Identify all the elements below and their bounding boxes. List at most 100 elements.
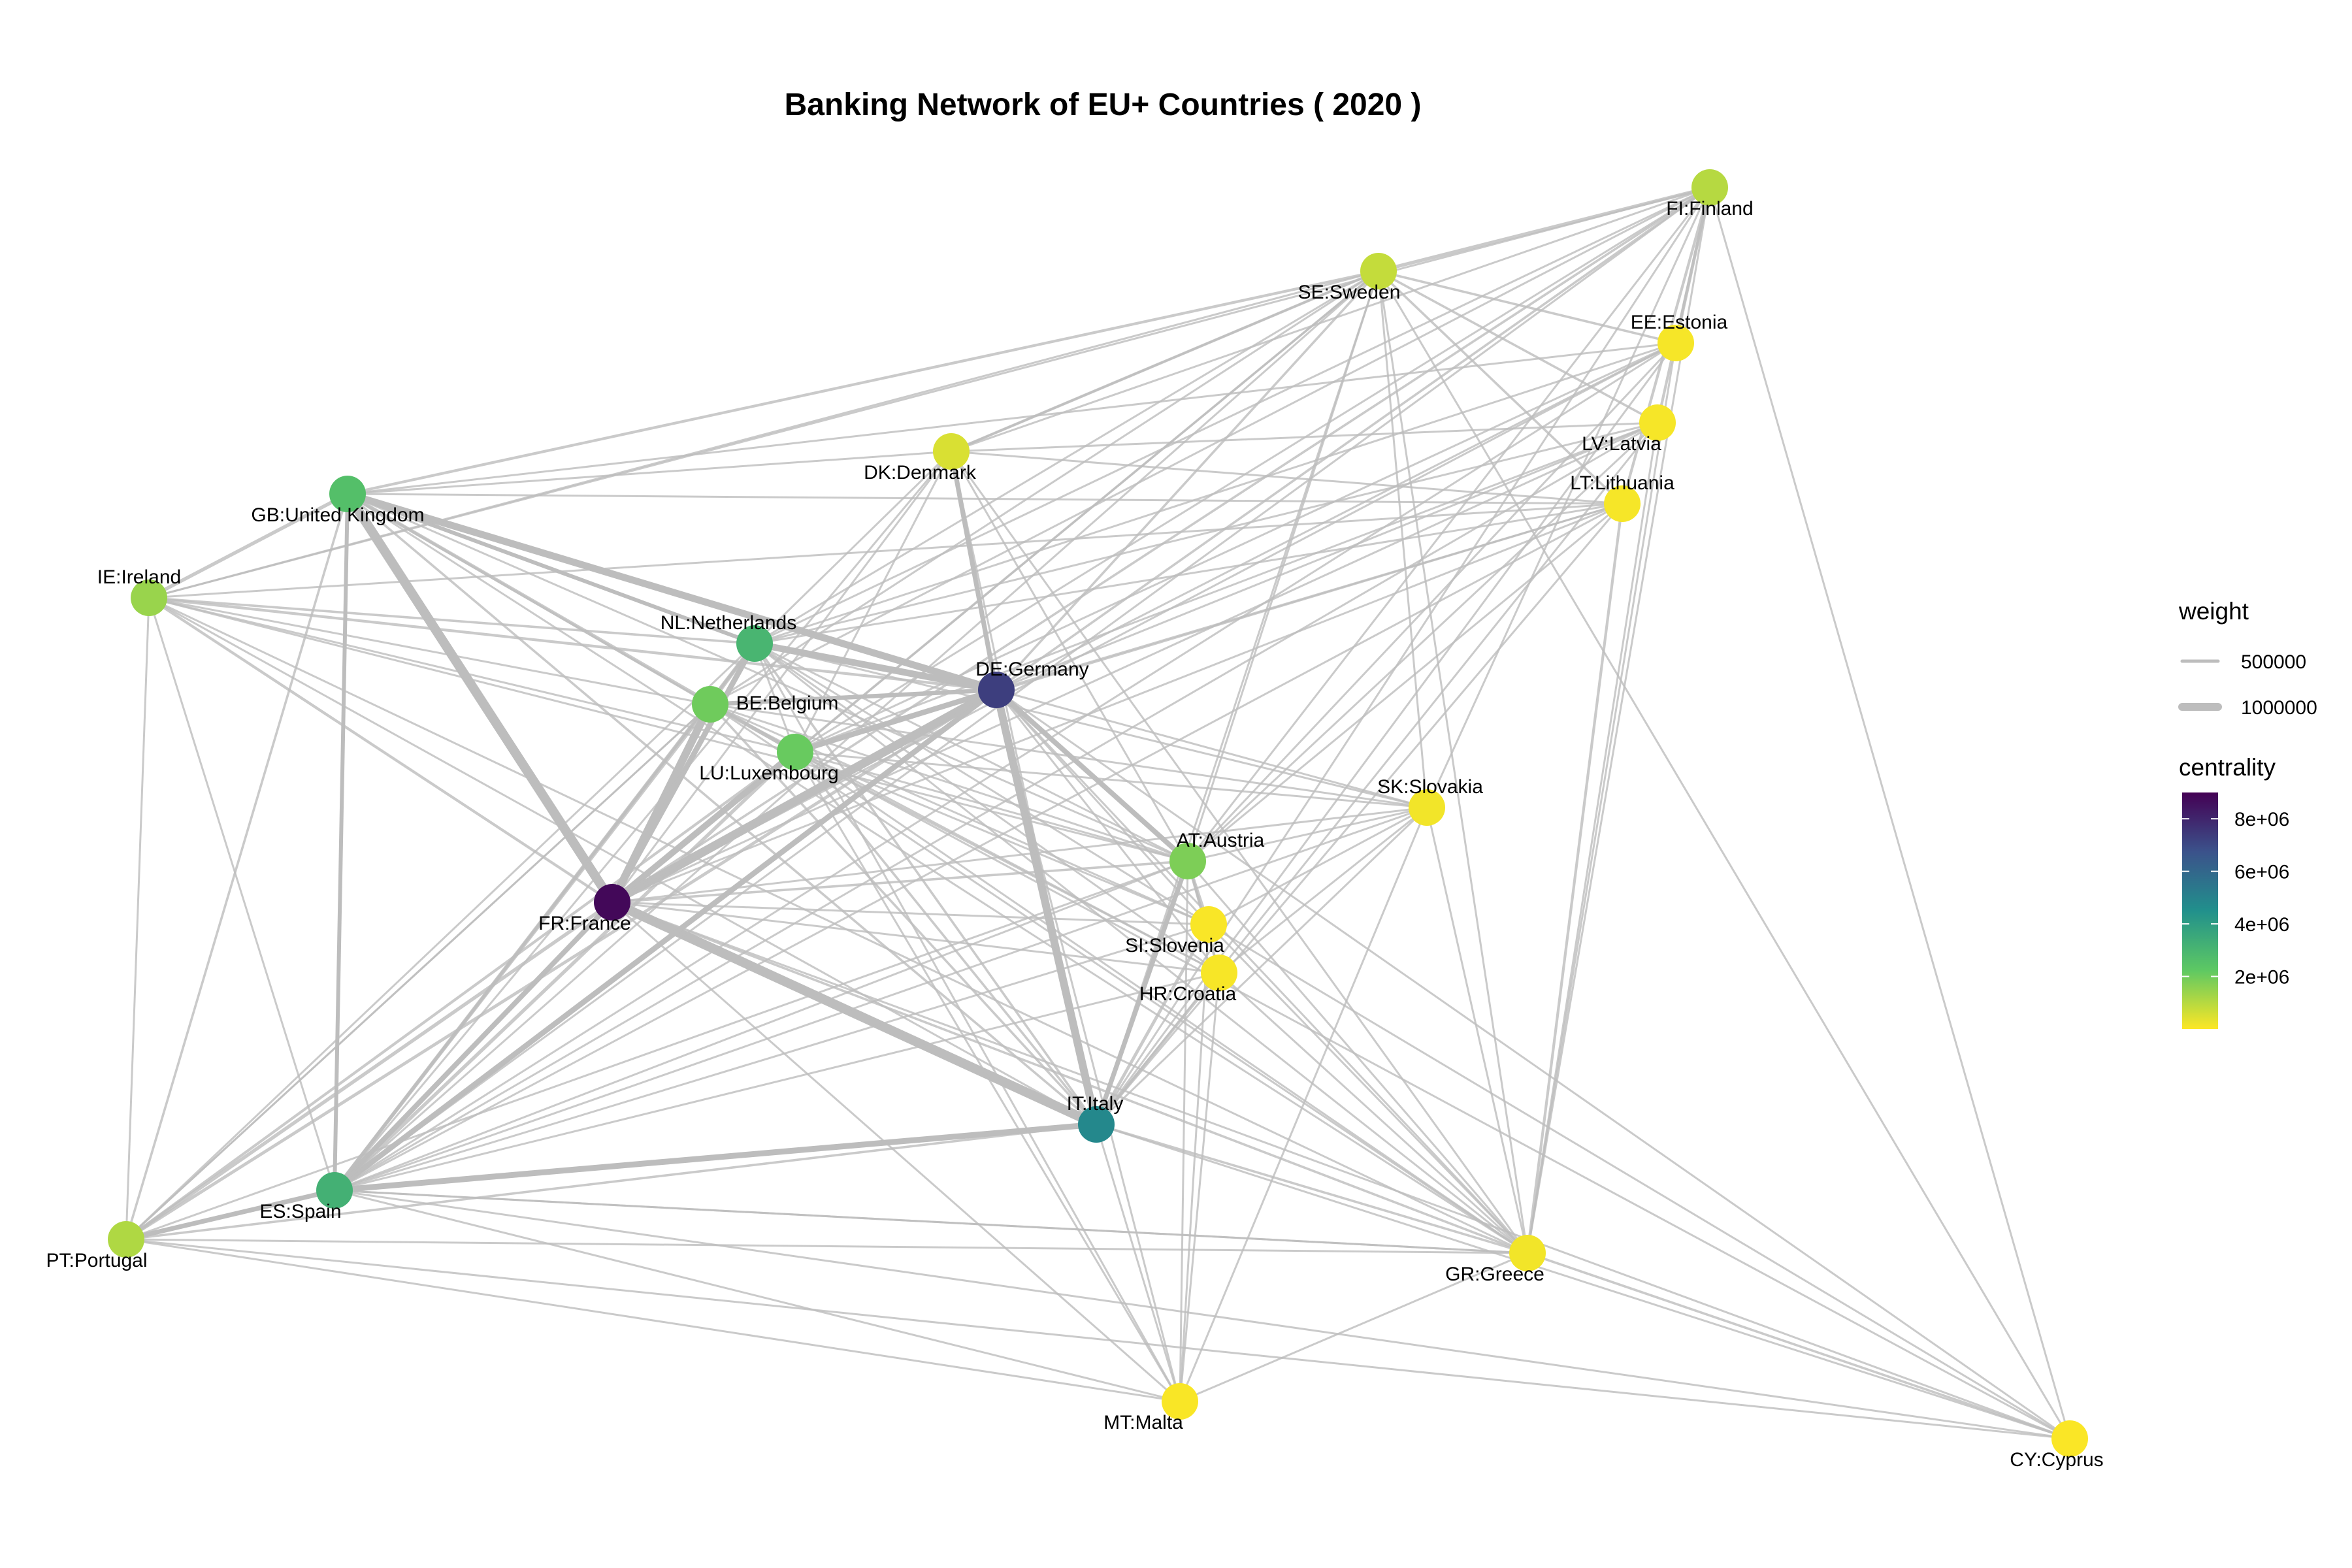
edge-gr-pt	[125, 1238, 1529, 1254]
node-fr	[594, 884, 630, 921]
edge-mt-lu	[794, 751, 1181, 1403]
node-sk	[1409, 789, 1445, 826]
node-mt	[1162, 1383, 1198, 1420]
edge-hr-es	[333, 972, 1220, 1192]
edge-ee-es	[333, 342, 1677, 1192]
edge-se-gb	[346, 269, 1380, 496]
edge-gb-nl	[346, 492, 757, 645]
node-label-si: SI:Slovenia	[1125, 935, 1224, 956]
edge-sk-gr	[1426, 806, 1529, 1254]
colorbar-tick-label: 2e+06	[2234, 967, 2289, 988]
edge-fi-it	[1095, 186, 1711, 1126]
edge-pt-nl	[125, 642, 756, 1241]
edge-dk-nl	[753, 450, 953, 645]
edge-ie-be	[148, 596, 711, 706]
edge-de-be	[708, 687, 999, 707]
edge-de-at	[994, 687, 1190, 864]
edge-lv-gr	[1526, 421, 1659, 1254]
edge-dk-se	[950, 270, 1380, 453]
edge-lt-lu	[794, 502, 1624, 753]
node-label-pt: PT:Portugal	[46, 1250, 147, 1271]
node-label-gr: GR:Greece	[1445, 1264, 1544, 1285]
node-be	[692, 686, 728, 723]
edge-gr-at	[1186, 860, 1529, 1254]
node-layer	[108, 169, 2088, 1457]
weight-legend-title: weight	[2178, 598, 2249, 625]
edge-es-gb	[333, 492, 350, 1192]
node-lt	[1604, 485, 1641, 522]
edge-lv-lu	[794, 421, 1659, 753]
edge-de-dk	[949, 449, 999, 693]
edge-fi-lu	[794, 186, 1711, 753]
edge-lt-at	[1186, 502, 1624, 862]
edge-lt-nl	[753, 502, 1624, 645]
centrality-legend-title: centrality	[2179, 754, 2276, 781]
edge-fr-it	[607, 897, 1102, 1130]
node-label-es: ES:Spain	[259, 1201, 341, 1222]
edge-lt-gr	[1526, 502, 1624, 1255]
edge-ee-it	[1095, 342, 1677, 1126]
colorbar-tick-label: 6e+06	[2234, 862, 2289, 883]
edge-se-nl	[753, 270, 1380, 645]
edge-sk-lu	[794, 751, 1428, 809]
node-label-nl: NL:Netherlands	[661, 612, 796, 634]
edge-nl-es	[333, 642, 756, 1192]
node-lv	[1639, 404, 1676, 441]
edge-ee-gb	[346, 342, 1677, 495]
edge-ie-nl	[148, 596, 756, 645]
weight-legend: weight 500000 1000000	[2178, 598, 2317, 719]
edge-cy-fi	[1708, 186, 2071, 1440]
edge-se-lt	[1377, 270, 1624, 505]
edge-be-it	[709, 703, 1098, 1126]
node-label-fi: FI:Finland	[1666, 198, 1753, 220]
node-se	[1360, 253, 1397, 289]
edge-se-es	[333, 270, 1380, 1192]
colorbar-tick-label: 8e+06	[2234, 809, 2289, 830]
edge-mt-es	[333, 1189, 1181, 1403]
edge-dk-es	[333, 450, 953, 1192]
edge-gr-it	[1095, 1123, 1529, 1254]
edge-mt-nl	[753, 642, 1181, 1403]
edge-mt-at	[1179, 860, 1189, 1403]
edge-gr-nl	[753, 642, 1529, 1254]
edge-lt-es	[333, 502, 1624, 1192]
node-label-cy: CY:Cyprus	[2010, 1449, 2103, 1471]
node-label-ie: IE:Ireland	[97, 566, 181, 588]
node-label-de: DE:Germany	[975, 659, 1088, 680]
node-fi	[1691, 169, 1728, 206]
edge-ie-it	[148, 596, 1098, 1126]
edge-cy-pt	[125, 1238, 2071, 1440]
edge-de-gb	[344, 490, 1000, 694]
edge-si-es	[333, 923, 1210, 1192]
node-at	[1169, 843, 1206, 879]
node-pt	[108, 1221, 144, 1258]
edge-ee-lu	[794, 342, 1677, 753]
edge-ee-at	[1186, 342, 1677, 862]
node-label-lt: LT:Lithuania	[1570, 472, 1674, 494]
centrality-colorbar	[2182, 792, 2218, 1029]
node-label-se: SE:Sweden	[1298, 282, 1401, 303]
edge-es-lu	[333, 750, 797, 1192]
node-label-dk: DK:Denmark	[864, 462, 977, 483]
edge-gb-it	[346, 493, 1098, 1126]
edge-ie-at	[148, 596, 1189, 862]
edge-fi-de	[995, 186, 1711, 691]
edge-se-de	[995, 270, 1380, 691]
node-lu	[777, 734, 813, 770]
node-gb	[329, 476, 366, 512]
edge-cy-fr	[611, 901, 2071, 1440]
edge-fi-lv	[1656, 186, 1712, 425]
edge-lv-at	[1186, 421, 1659, 862]
node-label-lu: LU:Luxembourg	[699, 762, 838, 784]
edge-lv-it	[1095, 421, 1659, 1126]
edge-cy-lu	[794, 751, 2071, 1440]
edge-mt-fr	[611, 901, 1181, 1403]
edge-lt-dk	[950, 450, 1624, 505]
edge-dk-at	[950, 450, 1189, 862]
edge-se-lv	[1377, 270, 1659, 424]
edge-nl-at	[753, 642, 1189, 862]
edge-mt-sk	[1179, 806, 1428, 1403]
edge-sk-at	[1186, 806, 1428, 862]
edge-layer	[123, 186, 2071, 1440]
